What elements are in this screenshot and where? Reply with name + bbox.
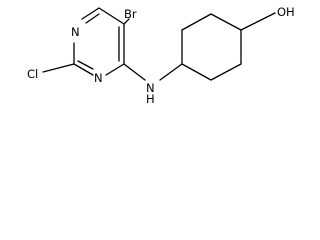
bond-c4prime-o (240, 12, 276, 31)
bromine-label: Br (124, 7, 137, 21)
bond-cy-5 (210, 63, 242, 81)
hydroxyl-label: OH (277, 5, 295, 19)
amine-hydrogen-label: H (146, 92, 155, 106)
bond-n1-c6-inner (85, 13, 100, 24)
amine-nitrogen-label: N (146, 81, 155, 95)
molecule-structure: Br Cl N N N H OH (27, 5, 295, 106)
bond-c2-cl (42, 63, 75, 73)
bond-c6-c5 (98, 7, 125, 25)
bond-c5-br (123, 18, 130, 25)
ring-nitrogen-bottom-label: N (94, 71, 103, 85)
bond-c4-n (123, 63, 146, 81)
bond-n-c1prime (159, 63, 183, 81)
chlorine-label: Cl (27, 67, 38, 81)
bond-c4-n3 (105, 63, 125, 76)
pyrimidine-ring (73, 7, 125, 76)
bond-n3-c2 (73, 63, 94, 76)
bond-n3-c2-inner (77, 60, 94, 70)
ring-nitrogen-top-label: N (71, 25, 80, 39)
bond-cy-6 (181, 63, 212, 81)
bond-cy-3 (210, 13, 242, 31)
bond-cy-2 (181, 13, 212, 31)
cyclohexane-ring (181, 13, 242, 81)
bond-n1-c6 (81, 7, 100, 20)
